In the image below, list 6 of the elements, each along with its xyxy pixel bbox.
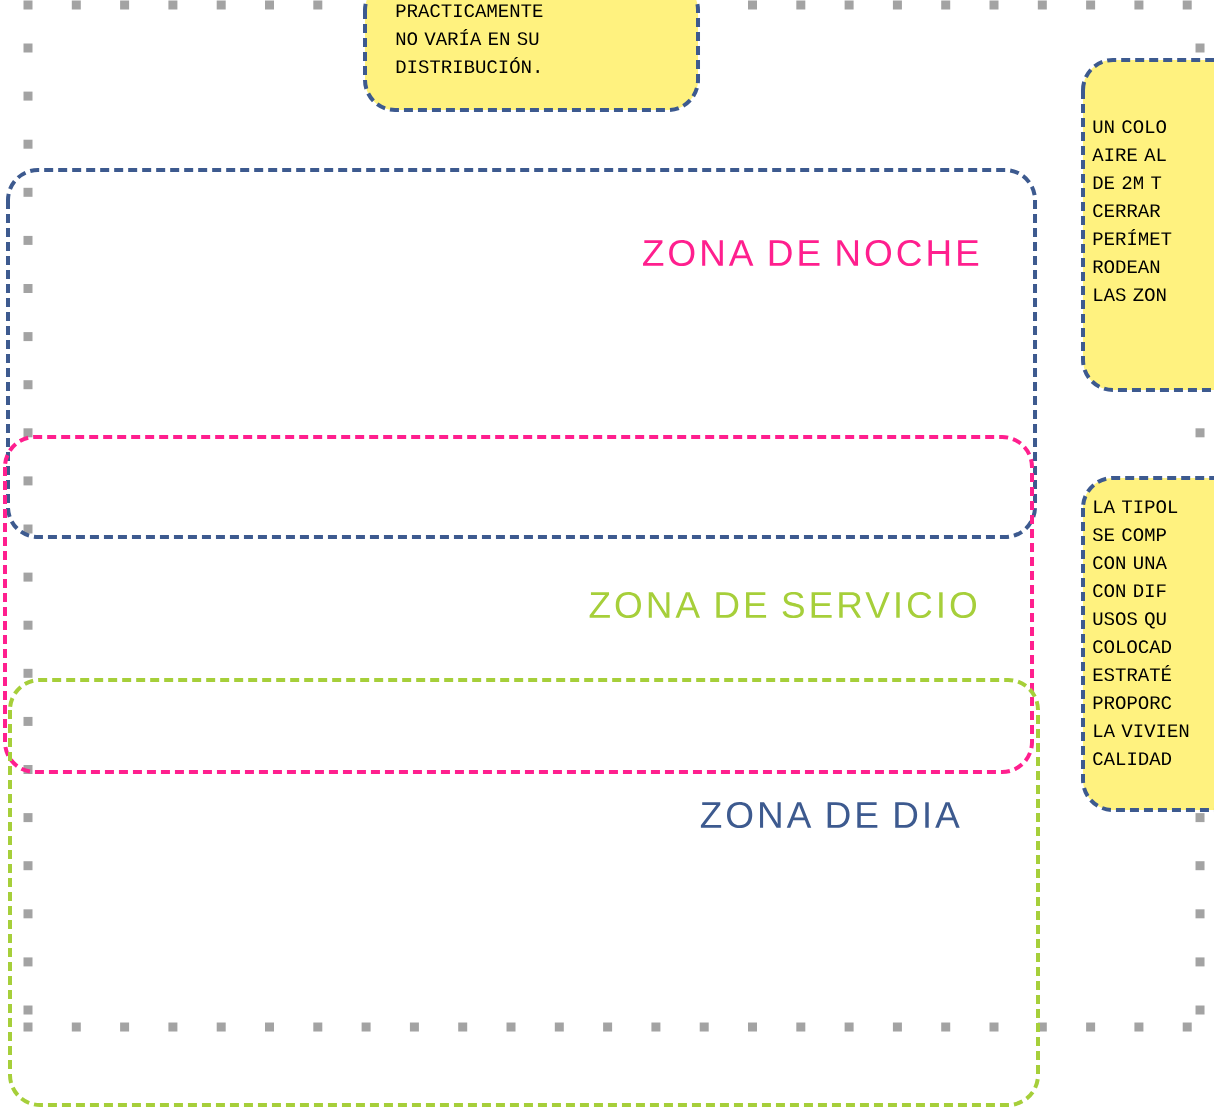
note-box: PRACTICAMENTE NO VARÍA EN SU DISTRIBUCIÓN. bbox=[363, 0, 700, 112]
note-box: UN COLO AIRE AL DE 2M T CERRAR PERÍMET RODEAN LAS ZON bbox=[1081, 58, 1214, 392]
zone-outline: ZONA DE DIA bbox=[8, 678, 1040, 1107]
note-box: LA TIPOL SE COMP CON UNA CON DIF USOS QU COLOCAD ESTRATÉ PROPORC LA VIVIEN CALIDAD bbox=[1081, 476, 1214, 812]
zone-outline: ZONA DE NOCHE bbox=[6, 168, 1037, 539]
zone-outline: ZONA DE SERVICIO bbox=[3, 435, 1034, 774]
